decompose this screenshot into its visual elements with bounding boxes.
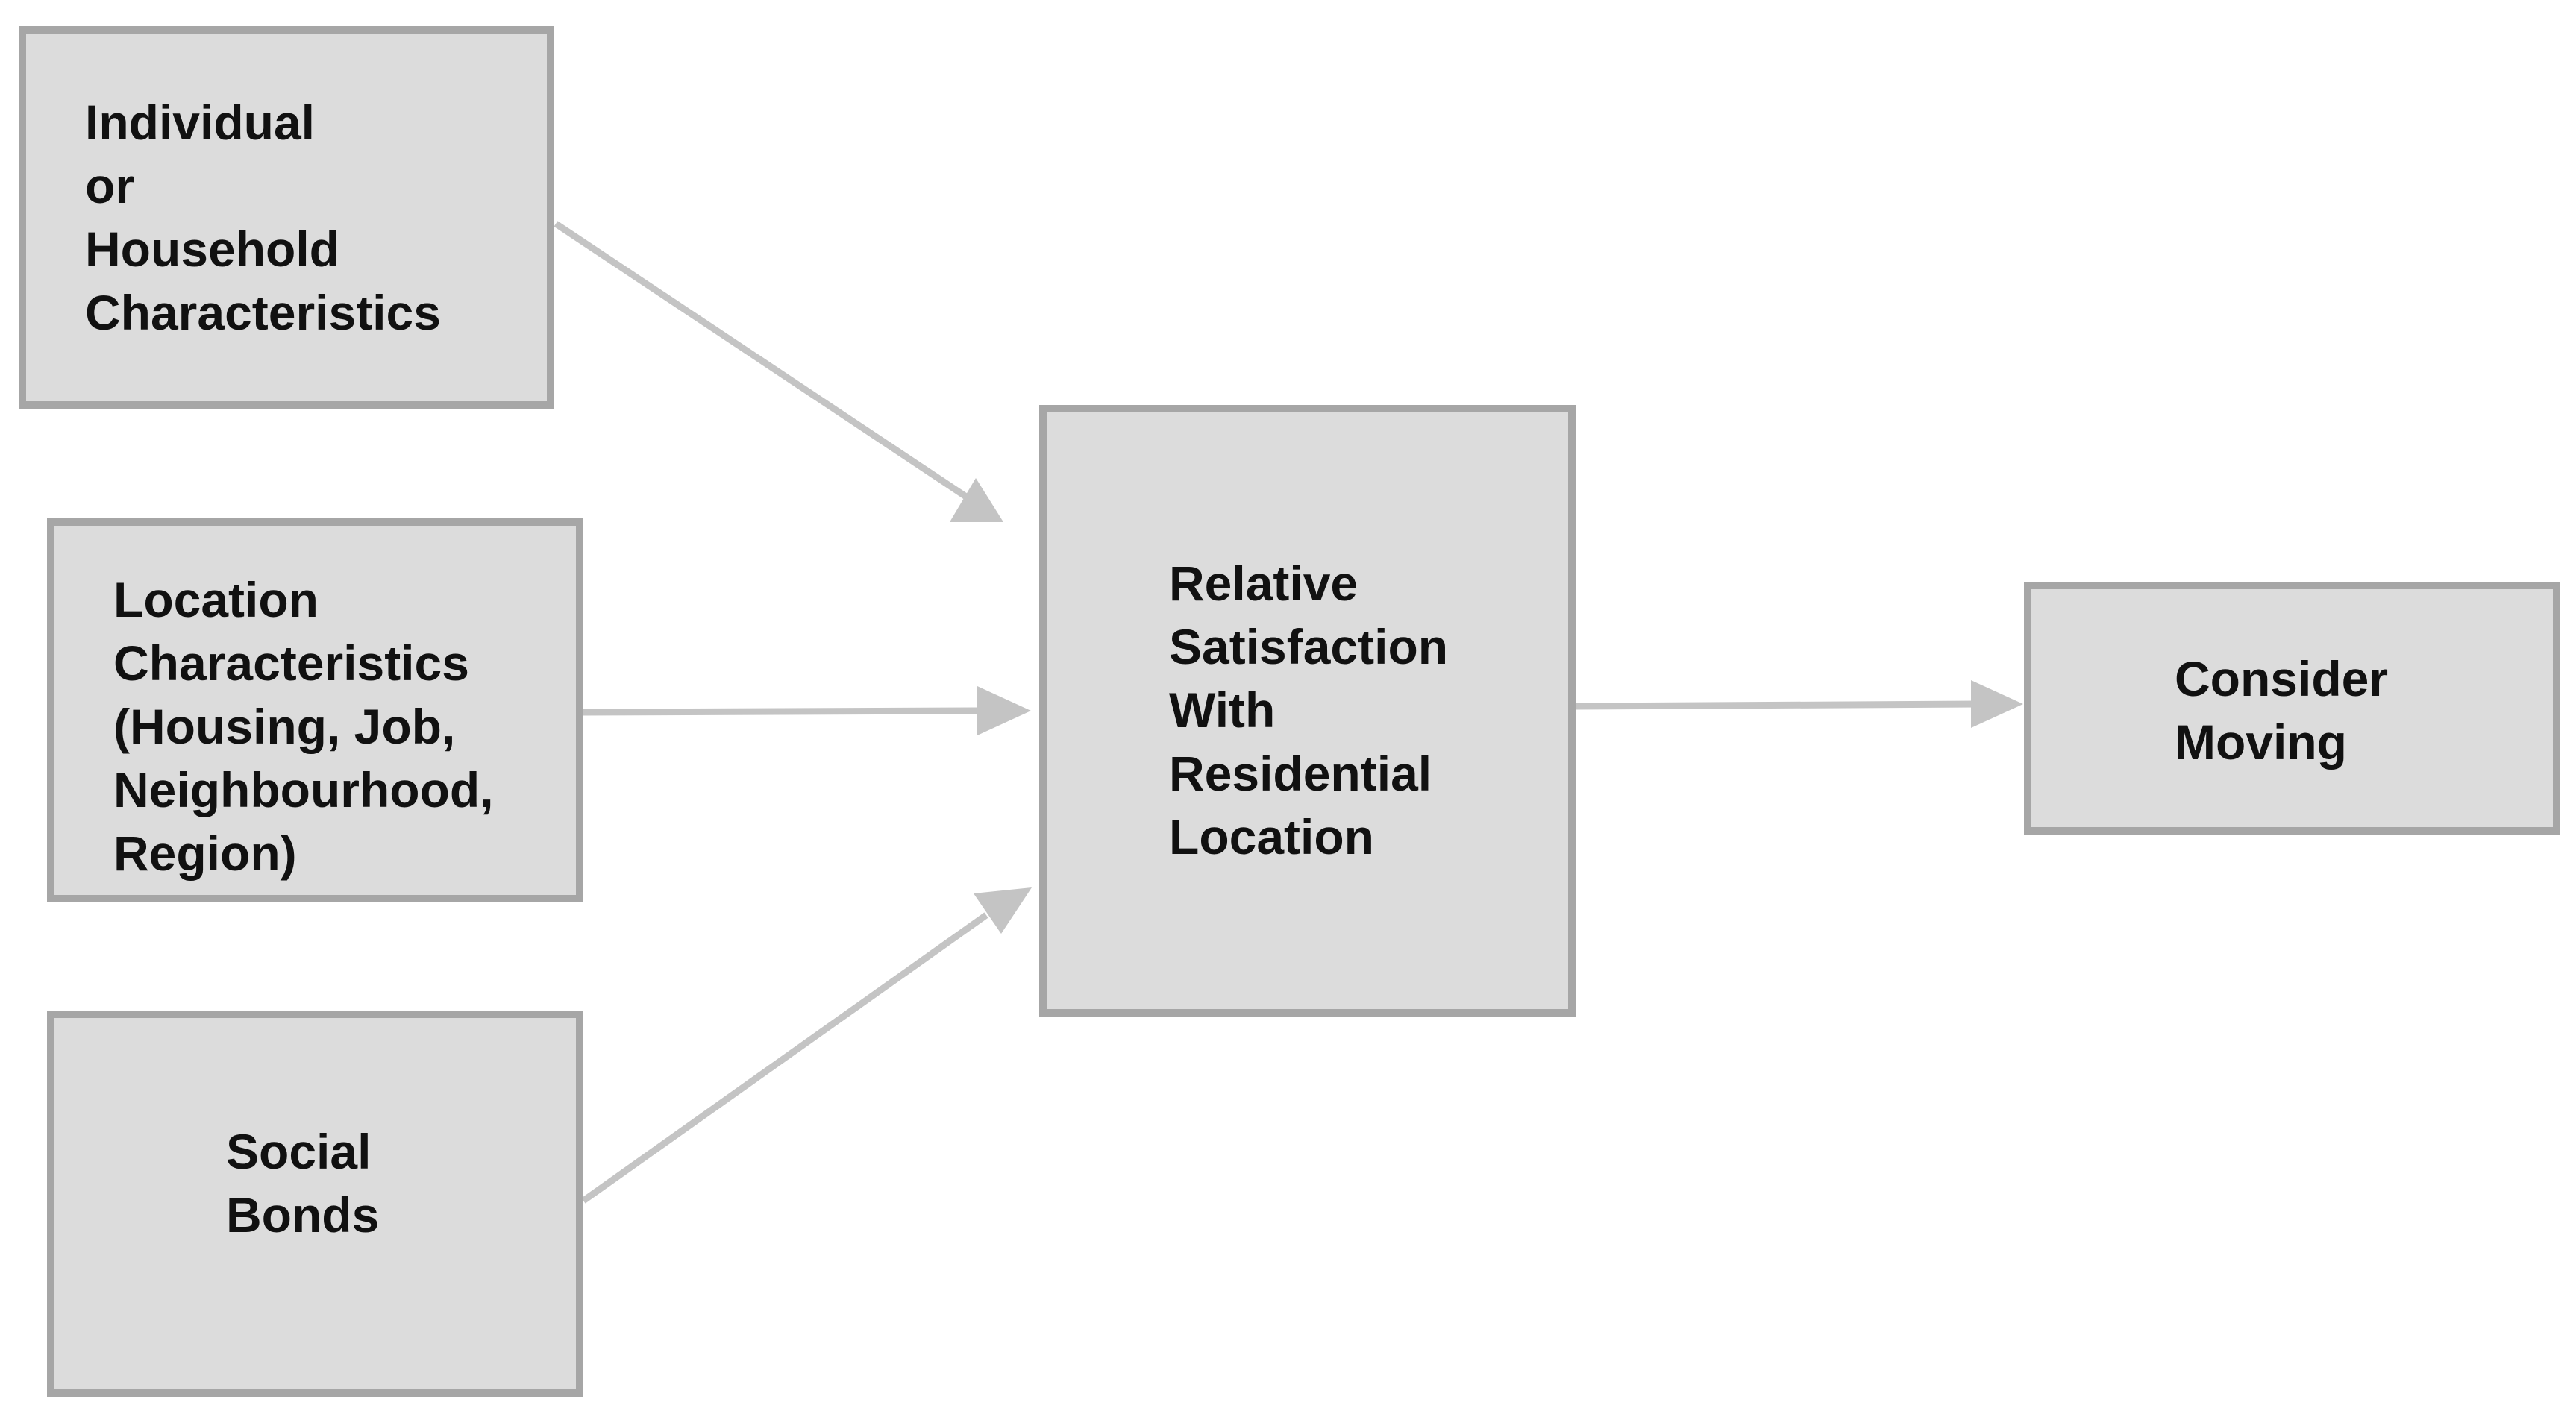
node-satisfaction-label: Relative Satisfaction With Residential L… <box>1169 556 1449 864</box>
arrowhead-individual <box>950 478 1003 522</box>
node-individual-household-characteristics <box>19 26 554 409</box>
node-social-label: Social Bonds <box>226 1124 380 1242</box>
arrowhead-location <box>977 686 1031 735</box>
arrowhead-social <box>974 888 1032 934</box>
arrow-location-to-satisfaction <box>583 707 978 716</box>
node-location-label: Location Characteristics (Housing, Job, … <box>113 572 494 881</box>
arrowhead-moving <box>1971 680 2023 728</box>
node-consider-moving <box>2024 582 2560 835</box>
node-social-bonds <box>47 1011 583 1397</box>
arrow-social-to-satisfaction <box>581 912 988 1204</box>
node-individual-label: Individual or Household Characteristics <box>85 95 441 340</box>
node-location-characteristics <box>47 518 583 902</box>
arrow-satisfaction-to-moving <box>1573 700 1978 710</box>
node-moving-label: Consider Moving <box>2175 651 2389 770</box>
arrow-individual-to-satisfaction <box>554 221 968 500</box>
node-relative-satisfaction <box>1039 405 1576 1017</box>
